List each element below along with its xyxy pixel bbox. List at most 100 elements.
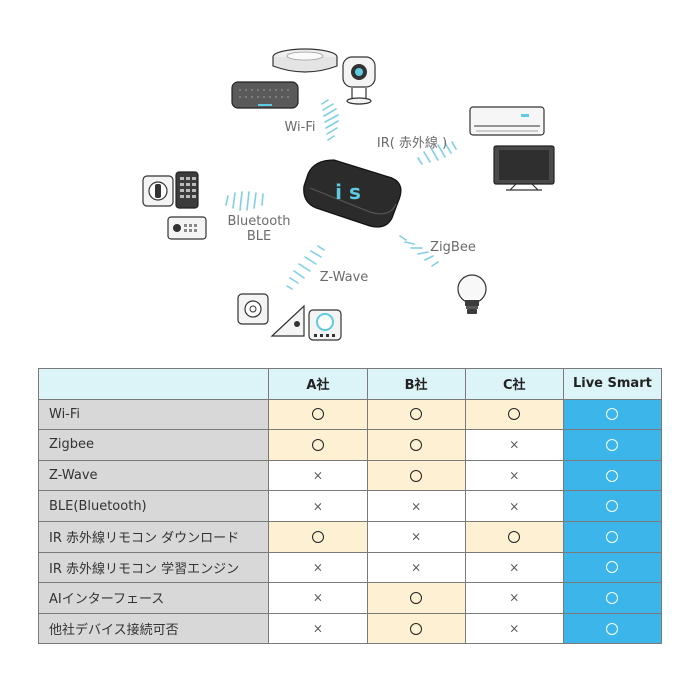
supported-mark-icon — [606, 561, 619, 574]
cell-live-smart — [562, 459, 663, 492]
cell-company-c: × — [464, 490, 564, 522]
wifi-label: Wi-Fi — [284, 120, 315, 135]
supported-mark-icon — [606, 622, 619, 635]
cell-company-c: × — [464, 612, 564, 645]
tv-icon — [493, 145, 555, 191]
supported-mark-icon — [606, 591, 619, 604]
live-smart-hub-icon: i s — [303, 159, 402, 228]
unsupported-mark-icon: × — [312, 560, 323, 575]
unsupported-mark-icon: × — [312, 499, 323, 514]
cell-live-smart — [562, 551, 663, 584]
cell-company-b — [366, 582, 466, 614]
table-row: AIインターフェース × × — [37, 582, 663, 614]
table-row: 他社デバイス接続可否 × × — [37, 612, 663, 645]
supported-mark-icon — [606, 438, 619, 451]
connectivity-diagram: i s Wi-Fi IR( 赤外線 ) Bluetooth — [142, 48, 555, 341]
ir-label: IR( 赤外線 ) — [377, 135, 447, 151]
cell-company-b: × — [366, 520, 466, 553]
supported-mark-icon — [606, 469, 619, 482]
supported-mark-icon — [410, 622, 423, 635]
ir-wave-icon — [417, 141, 457, 165]
unsupported-mark-icon: × — [509, 621, 520, 636]
supported-mark-icon — [606, 500, 619, 513]
feature-label: Z-Wave — [37, 459, 270, 492]
zwave-wave-icon — [286, 245, 325, 290]
unsupported-mark-icon: × — [509, 437, 520, 452]
supported-mark-icon — [311, 530, 324, 543]
supported-mark-icon — [410, 469, 423, 482]
supported-mark-icon — [606, 530, 619, 543]
unsupported-mark-icon: × — [411, 560, 422, 575]
supported-mark-icon — [606, 408, 619, 421]
cell-company-b — [366, 459, 466, 492]
header-corner — [37, 368, 270, 400]
unsupported-mark-icon: × — [312, 468, 323, 483]
cell-live-smart — [562, 429, 663, 461]
supported-mark-icon — [410, 438, 423, 451]
supported-mark-icon — [311, 438, 324, 451]
sensor-icon — [237, 293, 269, 325]
smart-lock-icon — [142, 175, 174, 207]
triangle-sensor-icon — [270, 304, 305, 337]
unsupported-mark-icon: × — [509, 499, 520, 514]
air-conditioner-icon — [469, 106, 545, 136]
zigbee-wave-icon — [399, 235, 439, 267]
unsupported-mark-icon: × — [411, 529, 422, 544]
supported-mark-icon — [508, 408, 521, 421]
feature-label: 他社デバイス接続可否 — [37, 612, 270, 645]
switch-icon — [308, 309, 342, 341]
cell-live-smart — [562, 520, 663, 553]
cell-company-c: × — [464, 582, 564, 614]
cell-company-a: × — [268, 459, 368, 492]
feature-label: Wi-Fi — [37, 398, 270, 431]
ceiling-light-icon — [272, 48, 338, 73]
cell-company-b — [366, 429, 466, 461]
unsupported-mark-icon: × — [312, 590, 323, 605]
header-company-a: A社 — [268, 368, 368, 400]
header-company-b: B社 — [366, 368, 466, 400]
cell-company-a: × — [268, 490, 368, 522]
cell-company-c: × — [464, 459, 564, 492]
unsupported-mark-icon: × — [312, 621, 323, 636]
supported-mark-icon — [311, 408, 324, 421]
supported-mark-icon — [410, 408, 423, 421]
cell-company-a: × — [268, 612, 368, 645]
unsupported-mark-icon: × — [509, 560, 520, 575]
cell-company-a — [268, 520, 368, 553]
table-row: Wi-Fi — [37, 398, 663, 431]
hub-logo: i s — [335, 180, 361, 204]
supported-mark-icon — [410, 591, 423, 604]
feature-label: BLE(Bluetooth) — [37, 490, 270, 522]
keypad-icon — [175, 171, 199, 209]
cell-live-smart — [562, 612, 663, 645]
feature-label: IR 赤外線リモコン 学習エンジン — [37, 551, 270, 584]
unsupported-mark-icon: × — [509, 468, 520, 483]
table-row: Z-Wave × × — [37, 459, 663, 492]
feature-label: AIインターフェース — [37, 582, 270, 614]
table-row: Zigbee × — [37, 429, 663, 461]
cell-live-smart — [562, 398, 663, 431]
table-header-row: A社 B社 C社 Live Smart — [37, 368, 663, 400]
wifi-wave-icon — [321, 99, 339, 141]
cell-company-b: × — [366, 490, 466, 522]
cell-company-a — [268, 429, 368, 461]
cell-company-c: × — [464, 429, 564, 461]
table-row: IR 赤外線リモコン 学習エンジン × × × — [37, 551, 663, 584]
unsupported-mark-icon: × — [411, 499, 422, 514]
light-bulb-icon — [457, 274, 487, 314]
cell-company-c — [464, 398, 564, 431]
cell-company-a — [268, 398, 368, 431]
camera-icon — [342, 56, 376, 105]
bluetooth-wave-icon — [225, 191, 264, 211]
cell-company-c: × — [464, 551, 564, 584]
cell-company-b — [366, 612, 466, 645]
feature-label: Zigbee — [37, 429, 270, 461]
cell-live-smart — [562, 582, 663, 614]
cell-live-smart — [562, 490, 663, 522]
supported-mark-icon — [508, 530, 521, 543]
cell-company-a: × — [268, 582, 368, 614]
header-live-smart: Live Smart — [562, 368, 663, 400]
ble-label: BLE — [247, 229, 271, 244]
cell-company-b: × — [366, 551, 466, 584]
